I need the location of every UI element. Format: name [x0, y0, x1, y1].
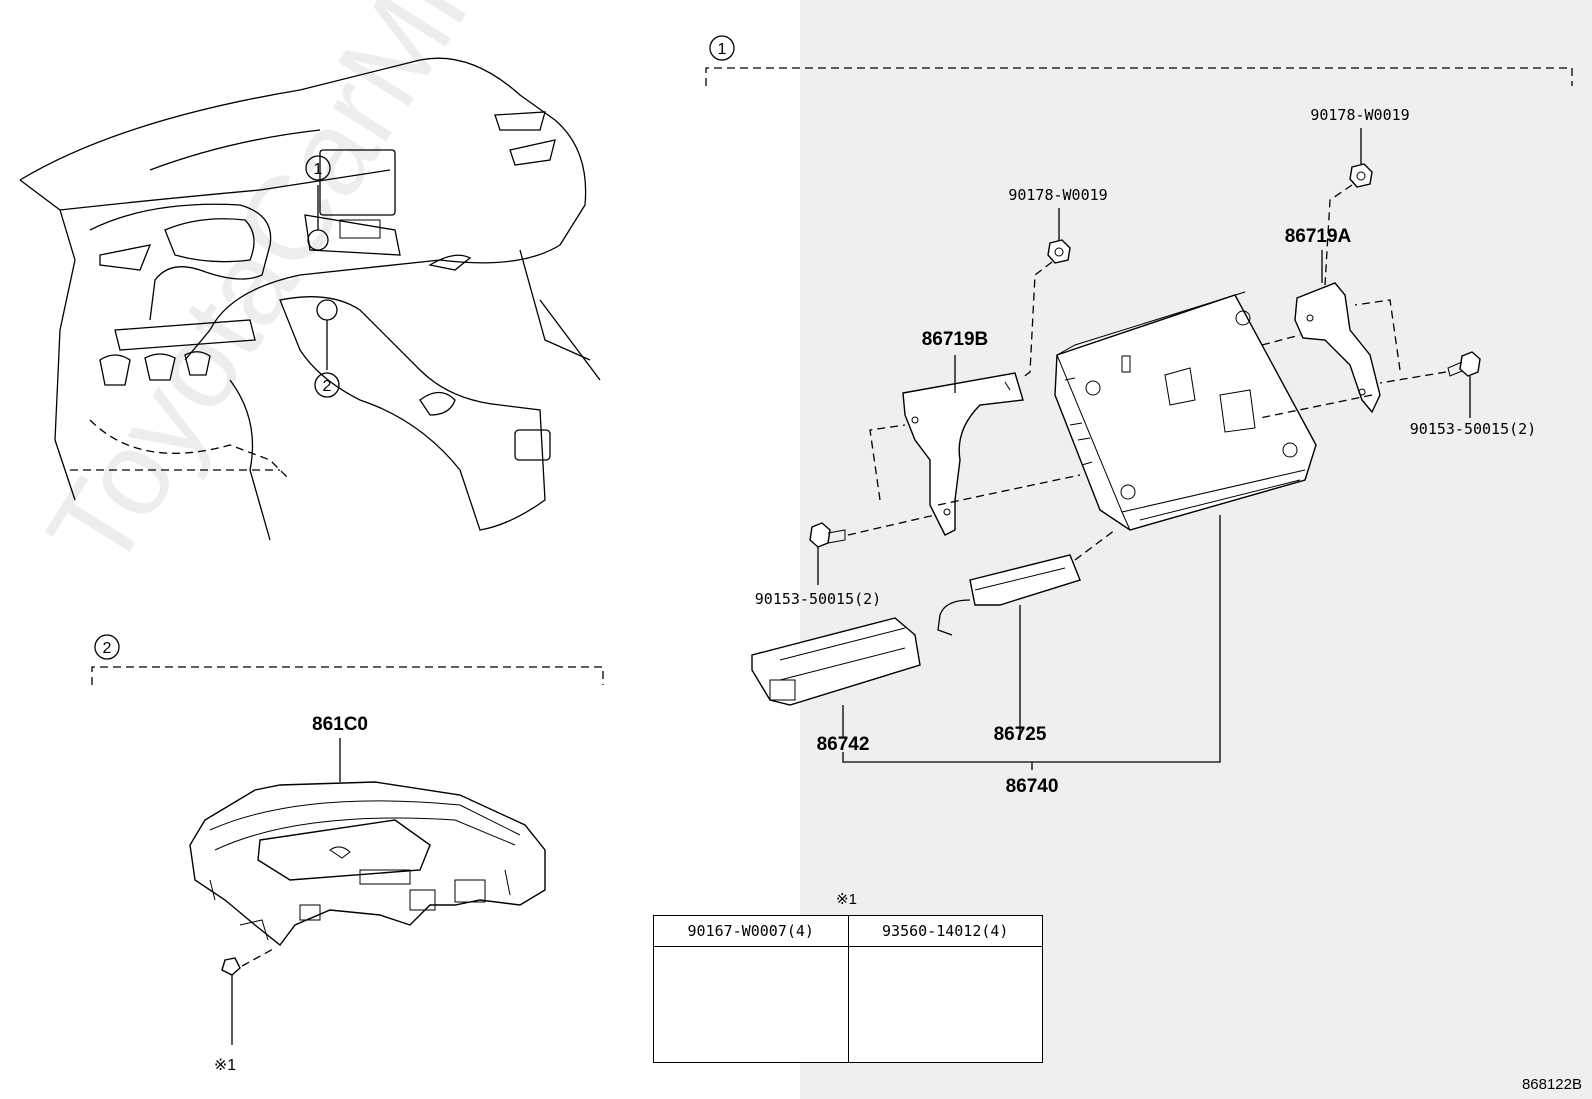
assembly-86740-bracket [842, 515, 1221, 770]
bolt-right-label: 90153-50015(2) [1410, 420, 1536, 438]
table-header-col1: 90167-W0007(4) [653, 915, 849, 947]
nut-right-label: 90178-W0019 [1310, 106, 1409, 124]
part-86719B-label: 86719B [922, 329, 989, 350]
part-86740-label: 86740 [1006, 776, 1059, 797]
cable-86725 [937, 529, 1116, 740]
module-unit-86740 [1054, 291, 1317, 531]
bracket-86719A [1294, 250, 1381, 414]
part-86742-label: 86742 [817, 734, 870, 755]
nut-right [1324, 128, 1373, 286]
bolt-left [809, 424, 1081, 585]
section-1-bracket [705, 35, 1573, 86]
bracket-86719B [902, 355, 1024, 536]
callout-1-label: 1 [314, 161, 323, 178]
wireless-charger-861C0 [189, 738, 546, 1045]
nut-left [1021, 208, 1071, 379]
section-2-bracket [91, 634, 604, 685]
part-861C0-label: 861C0 [312, 714, 368, 735]
section-2-number: 2 [103, 640, 112, 657]
table-header-col2: 93560-14012(4) [847, 915, 1043, 947]
cover-86742 [751, 617, 921, 738]
callout-2-label: 2 [323, 378, 332, 395]
nut-left-label: 90178-W0019 [1008, 186, 1107, 204]
bolt-right [1259, 299, 1481, 419]
fastener-table: 90167-W0007(4) 93560-14012(4) [653, 915, 1043, 1063]
bolt-left-label: 90153-50015(2) [755, 590, 881, 608]
table-cell-col1 [653, 946, 849, 1063]
dashboard-illustration [19, 57, 601, 541]
reference-code: 868122B [1521, 1076, 1582, 1093]
note-marker-label: ※1 [214, 1057, 236, 1074]
part-86719A-label: 86719A [1285, 226, 1352, 247]
table-note: ※1 [836, 891, 857, 908]
section-1-number: 1 [718, 41, 727, 58]
table-cell-col2 [847, 946, 1043, 1063]
part-86725-label: 86725 [994, 724, 1047, 745]
